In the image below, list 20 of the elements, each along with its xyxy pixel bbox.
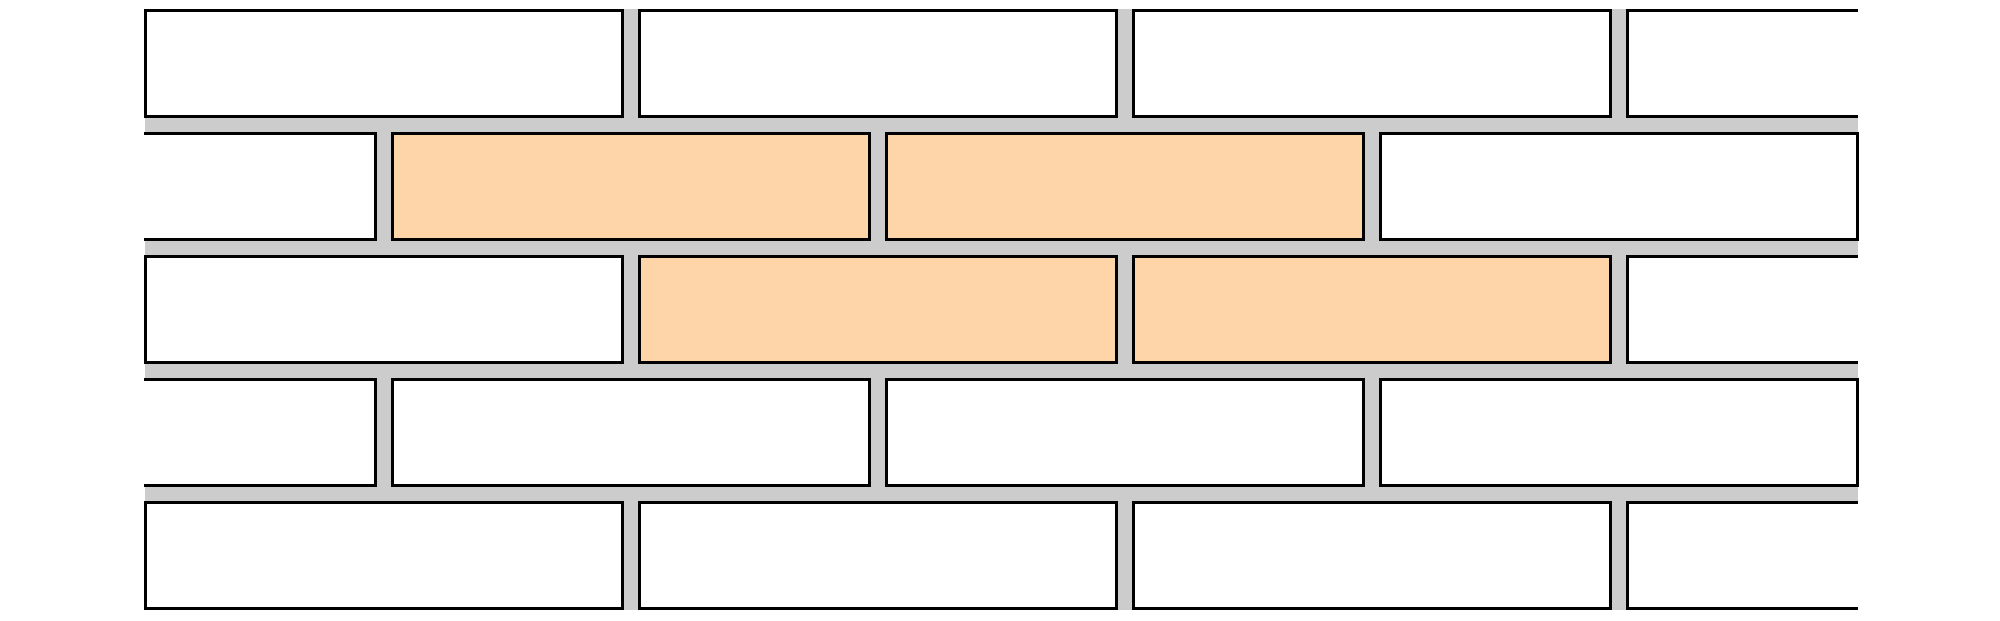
brick	[1379, 377, 1859, 487]
brick	[1626, 8, 1858, 118]
brick	[144, 377, 377, 487]
brick	[885, 377, 1365, 487]
brick	[144, 500, 624, 610]
brick	[391, 377, 871, 487]
highlighted-brick	[885, 131, 1365, 241]
highlighted-brick	[391, 131, 871, 241]
brick	[144, 254, 624, 364]
brick	[144, 131, 377, 241]
brick	[1132, 500, 1612, 610]
highlighted-brick	[1132, 254, 1612, 364]
brick	[1626, 500, 1858, 610]
brick	[638, 8, 1118, 118]
brick	[638, 500, 1118, 610]
brick	[144, 8, 624, 118]
brick	[1379, 131, 1859, 241]
brick	[1626, 254, 1858, 364]
highlighted-brick	[638, 254, 1118, 364]
brick	[1132, 8, 1612, 118]
